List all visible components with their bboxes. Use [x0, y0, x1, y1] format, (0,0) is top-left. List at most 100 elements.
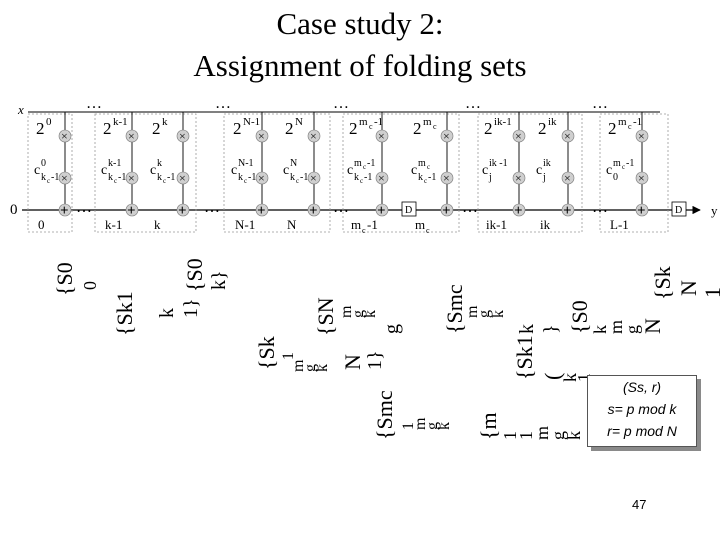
- multiplier-symbol-8-0: ×: [564, 129, 571, 143]
- multiplier-symbol-3-1: ×: [258, 171, 265, 185]
- callout-box: (Ss, r) s= p mod k r= p mod N: [587, 375, 697, 447]
- coef-sub-tail-6: -1: [428, 172, 436, 183]
- coef-sup-sub-5: c: [363, 163, 366, 171]
- power-exp-8: ik: [548, 116, 557, 128]
- rotated-set-fragment-s0-b2: k}: [208, 270, 230, 290]
- power-exp-4: N: [295, 116, 303, 128]
- multiplier-6-0: [440, 129, 454, 143]
- coef-7: c: [482, 163, 488, 178]
- multiplier-symbol-6-0: ×: [443, 129, 450, 143]
- coef-subsub-2: c: [163, 177, 166, 185]
- adder-symbol-3: +: [257, 203, 266, 219]
- coef-sub-6: k: [418, 172, 423, 183]
- adder-9: [635, 203, 649, 217]
- top-dots-4: …: [592, 95, 608, 112]
- multiplier-symbol-0-0: ×: [61, 129, 68, 143]
- multiplier-symbol-0-1: ×: [61, 171, 68, 185]
- coef-sup-tail-5: -1: [367, 158, 375, 169]
- coef-sub-2: k: [157, 172, 162, 183]
- rotated-set-fragment-smc-b: {Smc: [372, 390, 397, 440]
- multiplier-6-1: [440, 171, 454, 185]
- coef-sub-7: j: [488, 172, 492, 183]
- coef-subsub-3: c: [244, 177, 247, 185]
- multiplier-1-0: [125, 129, 139, 143]
- delay-box-1: [671, 201, 687, 217]
- bottom-dots-2: …: [333, 199, 349, 216]
- power-base-0: 2: [36, 119, 45, 138]
- coef-subsub-5: c: [360, 177, 363, 185]
- multiplier-symbol-7-1: ×: [515, 171, 522, 185]
- adder-2: [176, 203, 190, 217]
- rotated-set-fragment-s0-a: {S0: [52, 262, 77, 296]
- coef-8: c: [536, 163, 542, 178]
- slide-title-line2: Assignment of folding sets: [193, 48, 527, 83]
- multiplier-symbol-7-0: ×: [515, 129, 522, 143]
- coef-sub-9: 0: [613, 172, 618, 183]
- group-box-1: [94, 113, 197, 233]
- rotated-set-fragment-sk-a5: k: [314, 364, 331, 372]
- adder-symbol-8: +: [563, 203, 572, 219]
- power-exp-6: m: [423, 116, 432, 128]
- coef-sup-1: k-1: [108, 158, 121, 169]
- adder-0: [58, 203, 72, 217]
- multiplier-4-1: [307, 171, 321, 185]
- adder-symbol-5: +: [377, 203, 386, 219]
- coef-sub-8: j: [542, 172, 546, 183]
- adder-5: [375, 203, 389, 217]
- bottom-dots-4: …: [592, 199, 608, 216]
- adder-1: [125, 203, 139, 217]
- coef-sup-3: N-1: [238, 158, 254, 169]
- rotated-set-fragment-sn-a5: g: [381, 324, 403, 334]
- multiplier-3-1: [255, 171, 269, 185]
- top-dots-0: …: [86, 95, 102, 112]
- rotated-set-fragment-s0-b: {S0: [182, 258, 207, 292]
- power-base-7: 2: [484, 119, 493, 138]
- rotated-set-fragment-smc-b5: k: [436, 422, 453, 430]
- coef-1: c: [101, 163, 107, 178]
- coef-sub-tail-0: -1: [51, 172, 59, 183]
- index-label-4: N: [287, 217, 297, 232]
- multiplier-symbol-4-0: ×: [310, 129, 317, 143]
- coef-sup-7: ik -1: [489, 158, 508, 169]
- rotated-set-fragment-s0-c5: N: [640, 318, 665, 334]
- multiplier-0-1: [58, 171, 72, 185]
- index-sub-6: c: [426, 226, 430, 235]
- coef-6: c: [411, 163, 417, 178]
- adder-symbol-7: +: [514, 203, 523, 219]
- coef-sup-9: m: [613, 158, 621, 169]
- rotated-set-fragment-sk1-a: {Sk1: [112, 291, 137, 336]
- index-label-5: m: [351, 217, 361, 232]
- index-label-6: m: [415, 217, 425, 232]
- bottom-dots-1: …: [204, 199, 220, 216]
- coef-subsub-6: c: [424, 177, 427, 185]
- coef-0: c: [34, 163, 40, 178]
- index-tail-5: -1: [367, 217, 378, 232]
- rotated-set-fragment-s0-a2: 0: [80, 281, 100, 290]
- multiplier-symbol-2-1: ×: [179, 171, 186, 185]
- coef-sub-tail-5: -1: [364, 172, 372, 183]
- rotated-set-fragment-sk-a6: N: [340, 354, 365, 370]
- coef-sub-4: k: [290, 172, 295, 183]
- rotated-set-fragment-sk-b: {Sk: [650, 266, 675, 300]
- power-base-3: 2: [233, 119, 242, 138]
- multiplier-7-0: [512, 129, 526, 143]
- multiplier-symbol-6-1: ×: [443, 171, 450, 185]
- index-label-9: L-1: [610, 217, 629, 232]
- coef-sup-sub-6: c: [427, 163, 430, 171]
- power-exp-1: k-1: [113, 116, 128, 128]
- coef-sup-4: N: [290, 158, 297, 169]
- index-sub-5: c: [362, 226, 366, 235]
- adder-symbol-9: +: [637, 203, 646, 219]
- coef-4: c: [283, 163, 289, 178]
- adder-symbol-0: +: [60, 203, 69, 219]
- multiplier-symbol-1-1: ×: [128, 171, 135, 185]
- power-base-4: 2: [285, 119, 294, 138]
- bottom-dots-3: …: [462, 199, 478, 216]
- power-exp-5: m: [359, 116, 368, 128]
- slide-title-line1: Case study 2:: [276, 6, 444, 41]
- index-label-2: k: [154, 217, 161, 232]
- coef-sub-tail-1: -1: [118, 172, 126, 183]
- coef-subsub-1: c: [114, 177, 117, 185]
- coef-sup-tail-9: -1: [626, 158, 634, 169]
